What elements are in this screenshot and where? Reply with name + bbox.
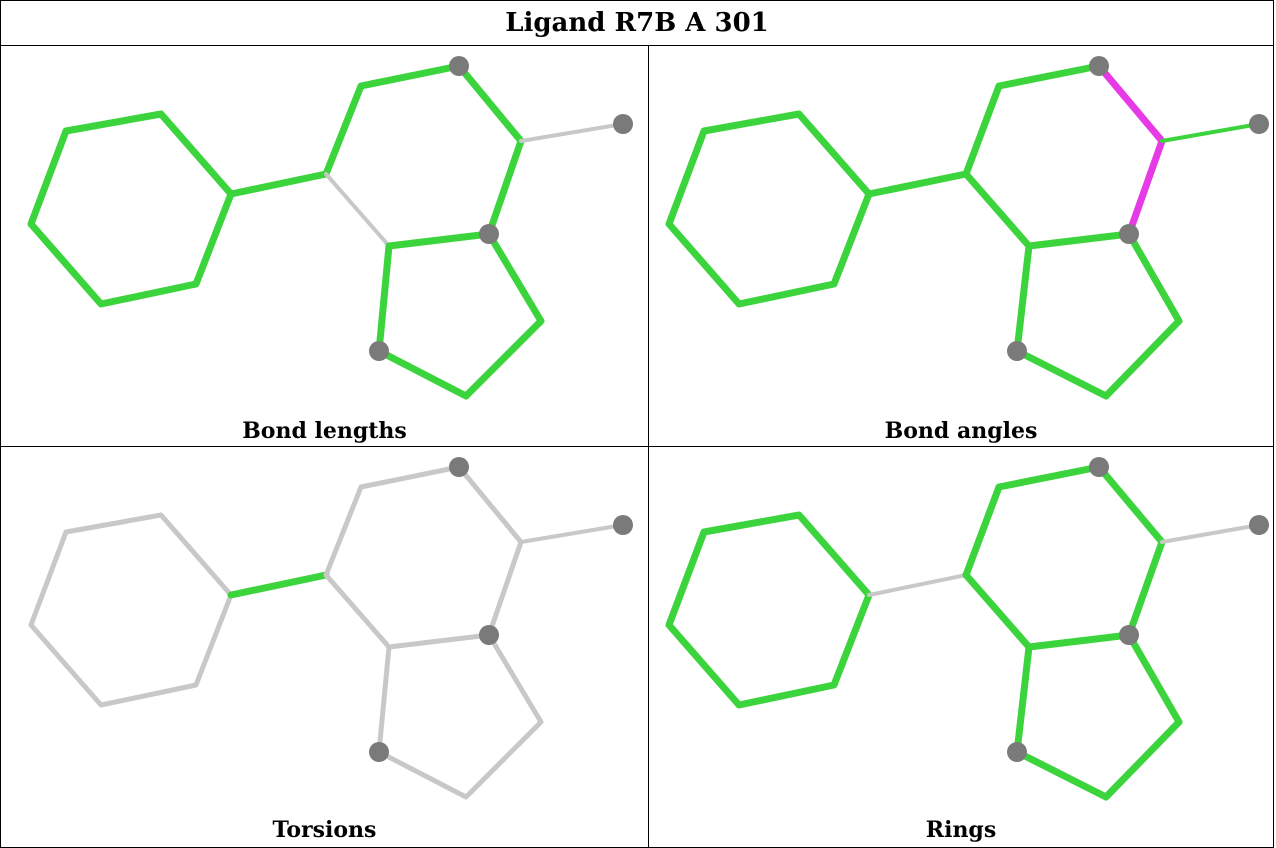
panel-bond-angles: Bond angles: [648, 45, 1274, 447]
panel-bond-lengths: Bond lengths: [0, 45, 649, 447]
figure-title: Ligand R7B A 301: [0, 0, 1274, 46]
caption-torsions: Torsions: [272, 817, 377, 843]
panel-torsions: Torsions: [0, 446, 649, 848]
molecule-bond-angles: [665, 56, 1269, 400]
molecule-torsions: [28, 457, 633, 800]
panel-rings: Rings: [648, 446, 1274, 848]
caption-bond-angles: Bond angles: [884, 418, 1038, 444]
molecule-bond-lengths: [27, 56, 633, 400]
molecule-rings: [665, 457, 1269, 801]
caption-rings: Rings: [925, 817, 997, 843]
caption-bond-lengths: Bond lengths: [242, 418, 407, 444]
